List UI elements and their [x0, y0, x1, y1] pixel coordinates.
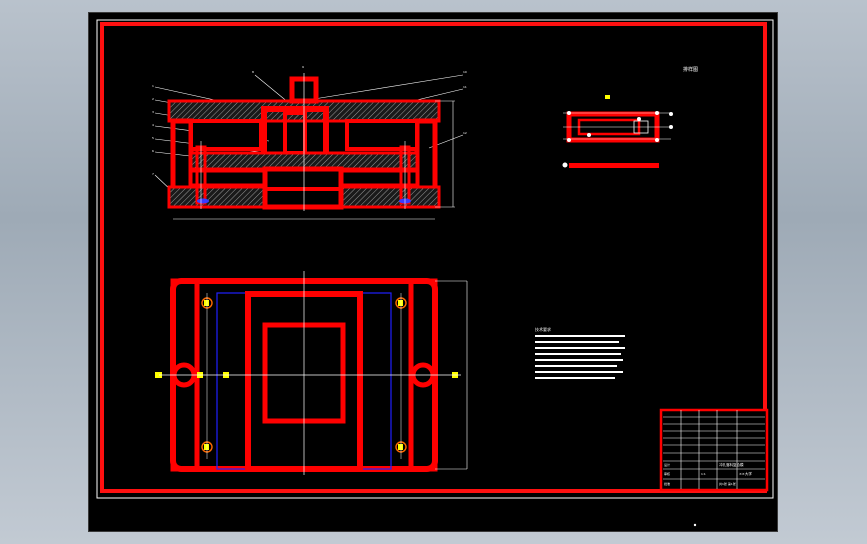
title-block-approve: 批准: [664, 481, 670, 486]
title-block-scale: 1:1: [701, 472, 706, 476]
svg-text:2: 2: [152, 97, 154, 101]
title-block: 设计 审核 批准 冲孔落料复合模 ××大学 1:1 共1张 第1张: [659, 408, 769, 492]
svg-text:5: 5: [152, 136, 154, 140]
svg-text:1: 1: [152, 84, 154, 88]
cursor-dot: [693, 523, 697, 527]
svg-text:3: 3: [152, 110, 154, 114]
svg-text:7: 7: [152, 172, 154, 176]
svg-text:9: 9: [302, 65, 304, 69]
svg-text:8: 8: [252, 70, 254, 74]
technical-requirements: 技术要求: [535, 326, 625, 379]
title-block-design: 设计: [664, 462, 670, 467]
svg-text:10: 10: [463, 70, 467, 74]
technical-requirements-label: 技术要求: [535, 326, 551, 332]
title-block-sheet: 共1张 第1张: [719, 481, 736, 486]
svg-text:6: 6: [152, 149, 154, 153]
drawing-frame: [100, 22, 767, 493]
plan-view: [155, 271, 468, 475]
strip-layout: 排样图: [562, 66, 698, 168]
sheet-border: [96, 19, 774, 499]
title-block-school: ××大学: [739, 471, 752, 476]
strip-layout-label: 排样图: [683, 66, 698, 73]
svg-text:12: 12: [463, 131, 467, 135]
title-block-check: 审核: [664, 471, 670, 476]
svg-text:4: 4: [152, 123, 154, 127]
svg-text:11: 11: [463, 85, 467, 89]
title-block-name: 冲孔落料复合模: [719, 462, 744, 467]
